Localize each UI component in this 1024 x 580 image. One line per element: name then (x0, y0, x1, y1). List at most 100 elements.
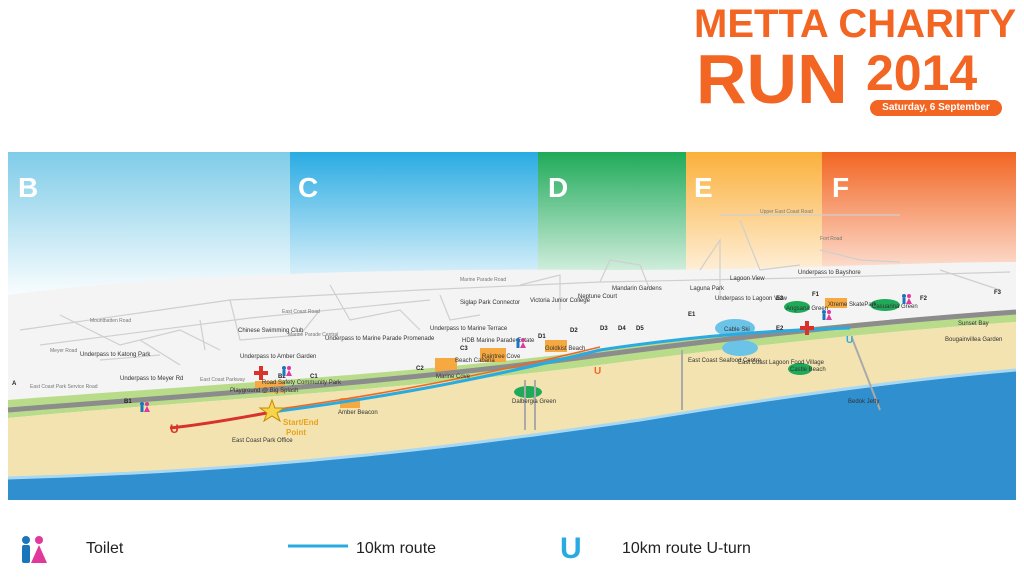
label-marine-cove: Marine Cove (436, 374, 471, 380)
u-turn-mid-icon: U (594, 366, 601, 377)
route-10km (271, 326, 851, 414)
marker-c1: C1 (310, 374, 318, 380)
label-playground: Playground @ Big Splash (230, 388, 298, 394)
zone-label-b: B (18, 172, 38, 203)
marker-c2: C2 (416, 366, 424, 372)
label-chinese-swimming-club: Chinese Swimming Club (238, 328, 304, 334)
title-line-2: RUN (696, 40, 848, 118)
park-road (7, 309, 1017, 413)
zone-label-e: E (694, 172, 713, 203)
road-upper-east-coast: Upper East Coast Road (760, 209, 813, 215)
u-turn-east-icon: U (846, 335, 853, 346)
toilet-icon (282, 366, 292, 376)
marker-e3: E3 (776, 296, 784, 302)
toilet-icon (902, 294, 912, 304)
marker-d3: D3 (600, 326, 608, 332)
label-underpass-katong: Underpass to Katong Park (80, 352, 151, 358)
checkpoint-markers: A B1 B2 C1 C2 C3 D1 D2 D3 D4 D5 E1 E2 E3… (12, 290, 1002, 405)
event-title: METTA CHARITY RUN 2014 Saturday, 6 Septe… (690, 4, 1016, 122)
street-grid (19, 214, 1011, 366)
label-cable-ski: Cable Ski (724, 327, 750, 333)
label-castle-beach: Castle Beach (790, 367, 826, 373)
u-turn-west-icon: U (170, 422, 179, 436)
road-marine-parade-central: Marine Parade Central (288, 332, 338, 338)
label-dalbergia: Dalbergia Green (512, 399, 556, 405)
title-line-1: METTA CHARITY (694, 2, 1017, 46)
first-aid-cross-b-h (254, 371, 268, 375)
angsana-green-spot (784, 301, 810, 313)
label-xtreme: Xtreme SkatePark (828, 302, 878, 308)
toilet-icon (516, 338, 526, 348)
marker-e2: E2 (776, 326, 784, 332)
label-bedok-jetty: Bedok Jetty (848, 399, 879, 405)
label-seafood-centre: East Coast Seafood Centre (688, 358, 762, 364)
map-legend: Toilet 10km route U 10km route U-turn (0, 520, 1024, 580)
label-road-safety: Road Safety Community Park (262, 380, 342, 386)
start-end-star-icon (258, 398, 286, 423)
label-underpass-marine-terrace: Underpass to Marine Terrace (430, 326, 508, 332)
lagoon-pond (722, 340, 758, 356)
route-map: U U U B C D E F Mountbatten Road Meyer R… (7, 152, 1017, 500)
road-ecp-service: East Coast Park Service Road (30, 384, 98, 390)
label-lagoon-view: Lagoon View (730, 276, 765, 282)
label-underpass-meyer: Underpass to Meyer Rd (120, 376, 183, 382)
amber-beacon-block (340, 398, 360, 408)
label-start-end: Start/End (283, 418, 319, 427)
jetties (524, 337, 881, 430)
marker-d1: D1 (538, 334, 546, 340)
first-aid-icons (254, 321, 814, 380)
route-legend-line (288, 544, 348, 548)
label-victoria-jc: Victoria Junior College (530, 298, 591, 304)
label-underpass-promenade: Underpass to Marine Parade Promenade (325, 336, 435, 342)
road-meyer: Meyer Road (50, 348, 77, 354)
route-return (271, 346, 601, 411)
dalbergia-green-spot (514, 386, 542, 398)
first-aid-cross-e-h (800, 326, 814, 330)
zone-label-d: D (548, 172, 568, 203)
event-date-badge: Saturday, 6 September (870, 100, 1002, 116)
legend-uturn-label: 10km route U-turn (622, 540, 751, 557)
shoreline (7, 368, 1017, 480)
zone-label-f: F (832, 172, 849, 203)
toilet-legend-icon (22, 536, 47, 563)
label-raintree-cove: Raintree Cove (482, 354, 521, 360)
xtreme-block (825, 298, 847, 308)
label-ecp-office: East Coast Park Office (232, 438, 293, 444)
label-siglap-connector: Siglap Park Connector (460, 300, 520, 306)
bedok-jetty-line (851, 337, 881, 411)
marker-f3: F3 (994, 290, 1002, 296)
toilet-icon (140, 402, 150, 412)
marker-c3: C3 (460, 346, 468, 352)
uturn-legend-icon: U (560, 532, 582, 565)
facility-blocks (255, 298, 847, 408)
road-marine-parade: Marine Parade Road (460, 277, 506, 283)
marker-f2: F2 (920, 296, 928, 302)
legend-toilet-label: Toilet (86, 540, 124, 557)
label-goldkist: Goldkist Beach (545, 346, 585, 352)
label-laguna-park: Laguna Park (690, 286, 725, 292)
marker-d5: D5 (636, 326, 644, 332)
label-angsana: Angsana Green (786, 306, 828, 312)
castle-beach-spot (788, 363, 812, 375)
raintree-cove-block (480, 348, 506, 362)
label-neptune-court: Neptune Court (578, 294, 617, 300)
sea (8, 370, 1016, 500)
marker-e1: E1 (688, 312, 696, 318)
beach-sand (8, 322, 1016, 478)
label-sunset-bay: Sunset Bay (958, 321, 989, 327)
title-year: 2014 (866, 45, 978, 101)
label-amber-beacon: Amber Beacon (338, 410, 378, 416)
land-area (8, 262, 1016, 400)
label-mandarin-gardens: Mandarin Gardens (612, 286, 662, 292)
marker-f1: F1 (812, 292, 820, 298)
road-east-coast: East Coast Road (282, 309, 320, 315)
map-toilet-icons (140, 294, 912, 412)
road-mountbatten: Mountbatten Road (90, 318, 131, 324)
goldkist-block (545, 340, 567, 352)
toilet-icon (822, 310, 832, 320)
label-lagoon-food-village: East Coast Lagoon Food Village (738, 360, 825, 366)
label-hdb-marine-parade: HDB Marine Parade Estate (462, 338, 535, 344)
route-red-segment (169, 410, 273, 430)
label-start-point: Point (286, 428, 306, 437)
marker-b2: B2 (278, 374, 286, 380)
